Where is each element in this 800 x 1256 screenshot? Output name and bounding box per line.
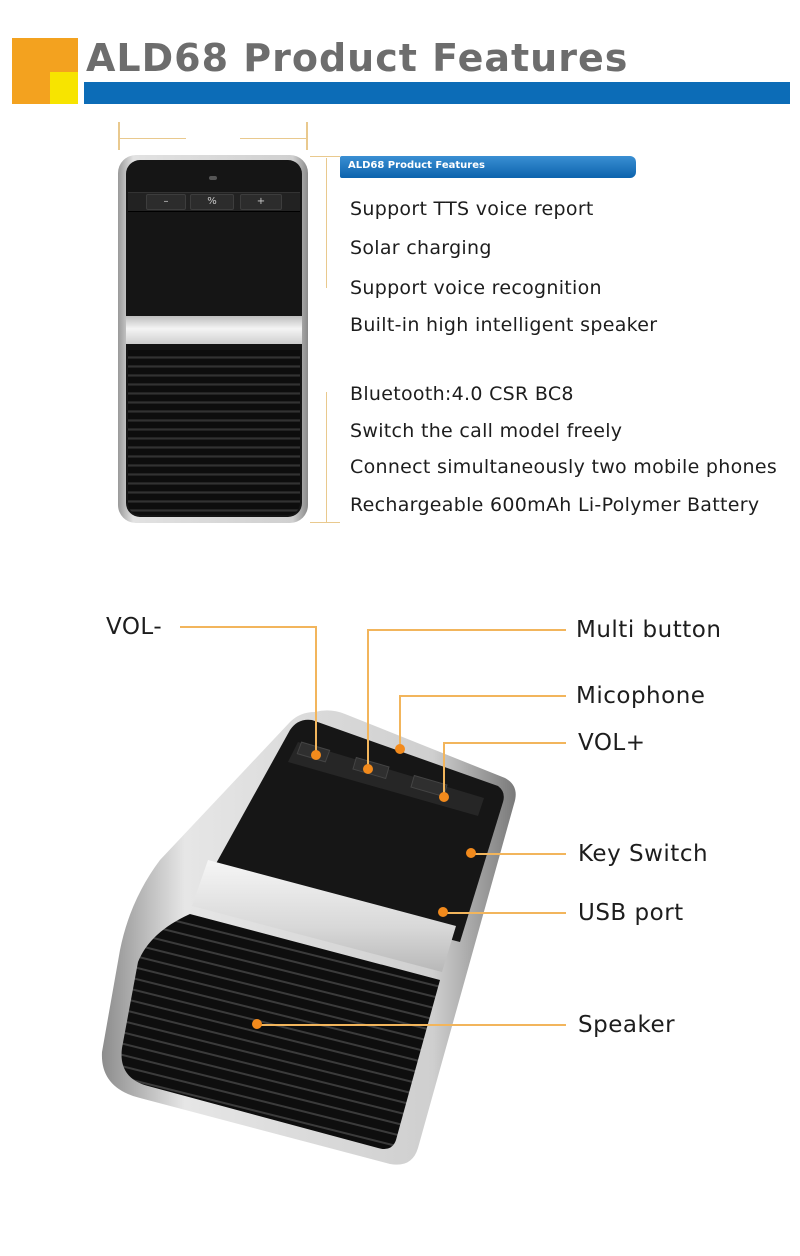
title-underline-bar (84, 82, 790, 104)
callout-usb-port-dot (438, 907, 448, 917)
device-perspective-image (101, 710, 516, 1165)
dimension-width-line-a (120, 138, 186, 139)
feature-list-header: ALD68 Product Features (340, 156, 636, 178)
callout-microphone-leader (399, 695, 401, 747)
callout-vol-minus-dot (311, 750, 321, 760)
callout-microphone-dot (395, 744, 405, 754)
dimension-line-right (306, 122, 308, 150)
callout-microphone-label: Micophone (576, 683, 706, 709)
multi-function-key: % (190, 194, 234, 210)
callout-multi-button-label: Multi button (576, 617, 722, 643)
callout-vol-plus-line (444, 742, 566, 744)
feature-item: Support voice recognition (350, 277, 602, 299)
callout-key-switch-label: Key Switch (578, 841, 709, 867)
vol-minus-key: – (146, 194, 186, 210)
dimension-top-tick (310, 156, 340, 157)
dimension-bottom-tick (310, 522, 340, 523)
feature-item: Rechargeable 600mAh Li-Polymer Battery (350, 494, 760, 516)
callout-key-switch-dot (466, 848, 476, 858)
callout-multi-button-line (368, 629, 566, 631)
feature-item: Solar charging (350, 237, 492, 259)
page-title: ALD68 Product Features (86, 36, 629, 80)
feature-item: Connect simultaneously two mobile phones (350, 456, 778, 478)
dimension-line-left (118, 122, 120, 150)
callout-usb-port-label: USB port (578, 900, 684, 926)
dimension-height-line-a (326, 158, 327, 288)
logo-yellow-square (50, 72, 78, 104)
callout-vol-plus-leader (443, 742, 445, 796)
feature-item: Built-in high intelligent speaker (350, 314, 658, 336)
callout-vol-minus-line (180, 626, 316, 628)
callout-multi-button-dot (363, 764, 373, 774)
callout-vol-plus-dot (439, 792, 449, 802)
callout-vol-plus-label: VOL+ (578, 730, 646, 756)
device-front-speaker-grille (128, 350, 300, 515)
callout-speaker-label: Speaker (578, 1012, 676, 1038)
dimension-height-line-b (326, 392, 327, 522)
callout-key-switch-line (474, 853, 566, 855)
callout-vol-minus-label: VOL- (106, 614, 163, 640)
microphone-hole (209, 176, 217, 180)
device-perspective-speaker-grille (121, 914, 440, 1149)
callout-speaker-line (260, 1024, 566, 1026)
feature-item: Support TTS voice report (350, 198, 594, 220)
feature-item: Bluetooth:4.0 CSR BC8 (350, 383, 574, 405)
callout-usb-port-line (446, 912, 566, 914)
callout-microphone-line (400, 695, 566, 697)
dimension-width-line-b (240, 138, 306, 139)
feature-list-header-text: ALD68 Product Features (348, 160, 485, 171)
vol-plus-key: + (240, 194, 282, 210)
callout-multi-button-leader (367, 629, 369, 767)
device-perspective-silver-band (192, 860, 456, 972)
device-front-silver-band (126, 316, 302, 344)
feature-item: Switch the call model freely (350, 420, 623, 442)
callout-speaker-dot (252, 1019, 262, 1029)
vol-plus-key-3d (410, 774, 448, 798)
callout-vol-minus-leader (315, 626, 317, 754)
